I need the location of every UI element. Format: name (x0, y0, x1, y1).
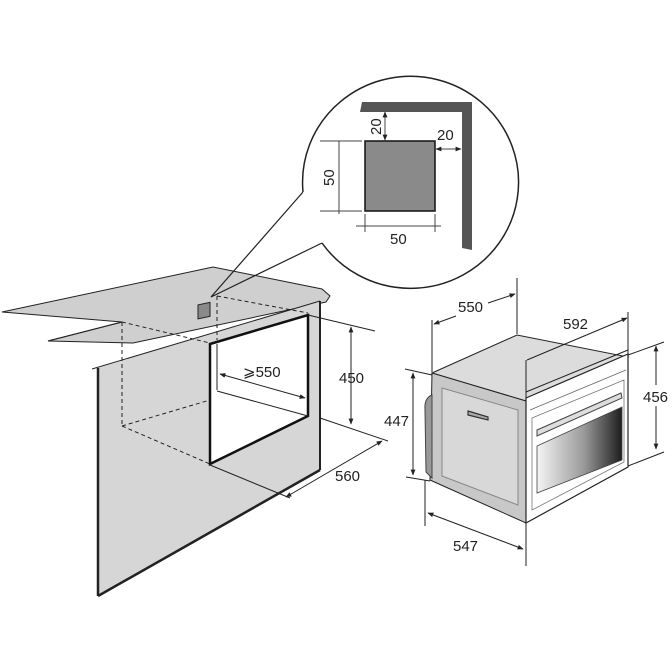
oven-front-height-label: 456 (643, 389, 668, 406)
callout-pointer (210, 191, 323, 298)
oven-dimensions (404, 278, 665, 566)
opening-height-label: 450 (339, 370, 364, 387)
oven-body-depth-label: 547 (453, 538, 478, 555)
countertop (1, 266, 331, 344)
opening-width-label: 560 (335, 468, 360, 485)
square-height-label: 50 (321, 169, 338, 186)
oven-width-label: 592 (563, 316, 588, 333)
detail-inset: 20 20 50 50 (301, 75, 520, 290)
side-handle (467, 410, 489, 421)
door-handle (536, 392, 623, 437)
oven-window (536, 406, 623, 494)
square-width-label: 50 (390, 231, 407, 248)
cabinet-dimensions (209, 314, 389, 499)
gap-right-label: 20 (437, 127, 454, 144)
cable-hole-square (364, 140, 436, 212)
oven (424, 334, 630, 525)
oven-body-height-label: 447 (384, 413, 409, 430)
cable-hole (197, 301, 211, 320)
oven-depth-label: 550 (458, 299, 483, 316)
min-depth-label: ⩾550 (243, 364, 281, 381)
gap-top-label: 20 (368, 118, 385, 135)
